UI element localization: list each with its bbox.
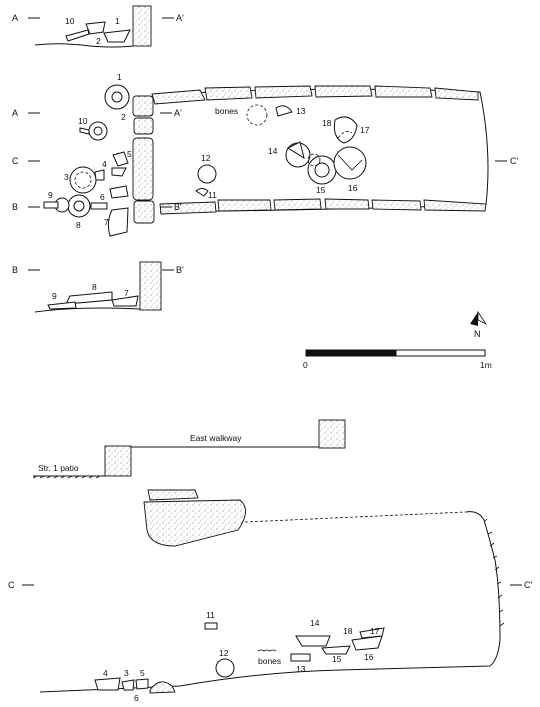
vessel-4-plan [94, 169, 105, 181]
plan-label-10: 10 [78, 116, 88, 126]
plan-label-1: 1 [117, 72, 122, 82]
vessel-17-plan [333, 116, 358, 144]
east-walkway-label: East walkway [190, 433, 242, 443]
scale-start-label: 0 [303, 360, 308, 370]
vessel-3-section [121, 679, 135, 691]
plan-c-prime-label: C' [510, 156, 518, 166]
profile-label-5: 5 [140, 668, 145, 678]
vessel-4-section [94, 677, 121, 691]
vessel-12-plan [197, 164, 217, 184]
vessel-6-plan [109, 185, 129, 199]
bones-section [257, 649, 277, 652]
plan-label-13: 13 [296, 106, 306, 116]
scale-end-label: 1m [480, 360, 492, 370]
plan-label-11: 11 [208, 190, 217, 200]
plan-label-6: 6 [100, 192, 105, 202]
plan-c-label: C [12, 156, 19, 166]
plan-b-prime-label: B' [174, 202, 182, 212]
vessel-17-section [359, 627, 385, 639]
plan-label-8: 8 [76, 220, 81, 230]
vessel-1 [103, 29, 131, 43]
rubble-stone-small [147, 489, 199, 501]
plan-label-17: 17 [360, 125, 370, 135]
section-c-left-label: C [8, 580, 15, 590]
plan-label-15: 15 [316, 185, 326, 195]
plan-b-label: B [12, 202, 18, 212]
walkway-wall-stone [318, 419, 346, 449]
plan-a-prime-label: A' [174, 108, 182, 118]
profile-label-11: 11 [206, 610, 215, 620]
plan-a-label: A [12, 108, 18, 118]
vessel-7-section [111, 295, 139, 307]
profile-bones-label: bones [258, 656, 281, 666]
vessel-11-section [204, 622, 218, 630]
section-c-profile [39, 511, 501, 693]
profile-label-15: 15 [332, 654, 342, 664]
rubble-stone-large [143, 499, 246, 547]
vessel-16-section [351, 635, 383, 651]
plan-label-7: 7 [104, 217, 109, 227]
section-c-right-label: C' [524, 580, 532, 590]
vessel-14-section [295, 635, 331, 647]
profile-label-12: 12 [219, 648, 229, 658]
section-a-a: A A' 10 1 2 [12, 5, 184, 48]
vessel-15-section [321, 645, 351, 655]
plan-label-12: 12 [201, 153, 211, 163]
wall-stone [132, 5, 152, 47]
plan-label-5: 5 [127, 149, 132, 159]
profile-label-6: 6 [134, 693, 139, 703]
plan-view: A A' C C' B B' 1 2 10 3 4 5 6 7 [12, 72, 518, 237]
profile-label-4: 4 [103, 668, 108, 678]
section-c-c: C C' 11 12 bones 13 14 15 16 17 18 4 3 5… [8, 489, 532, 703]
vessel-11-plan [195, 188, 209, 197]
vessel-5-section [135, 678, 149, 690]
vessel-3-plan [69, 166, 97, 194]
profile-label-16: 16 [364, 652, 374, 662]
plan-label-2: 2 [121, 112, 126, 122]
section-a-left-label: A [12, 13, 18, 23]
north-arrow: N [470, 310, 488, 339]
plan-label-18: 18 [322, 118, 332, 128]
bones-plan [246, 104, 268, 126]
section-a-right-label: A' [176, 13, 184, 23]
section-b-b: B B' 8 9 7 [12, 261, 184, 313]
plan-label-16: 16 [348, 183, 358, 193]
plan-label-14: 14 [268, 146, 278, 156]
profile-label-17: 17 [370, 626, 380, 636]
item-label-10: 10 [65, 16, 75, 26]
profile-walkway: East walkway Str. 1 patio [32, 419, 346, 479]
section-label-9: 9 [52, 291, 57, 301]
profile-label-13: 13 [296, 664, 306, 674]
patio-wall-stone [104, 445, 132, 477]
vessel-12-section [215, 658, 235, 678]
section-b-left-label: B [12, 265, 18, 275]
section-b-right-label: B' [176, 265, 184, 275]
item-label-1: 1 [115, 16, 120, 26]
vessel-9-section [47, 301, 77, 310]
profile-label-14: 14 [310, 618, 320, 628]
vessel-7-plan [107, 207, 129, 237]
patio-label: Str. 1 patio [38, 463, 79, 473]
plan-bones-label: bones [215, 106, 238, 116]
vessel-16-plan [333, 146, 367, 180]
profile-label-18: 18 [343, 626, 353, 636]
profile-label-3: 3 [124, 668, 129, 678]
scale-bar: 0 1m [303, 349, 492, 370]
vessel-13-section [290, 653, 311, 662]
section-label-8: 8 [92, 282, 97, 292]
plan-label-3: 3 [64, 172, 69, 182]
plan-label-4: 4 [102, 159, 107, 169]
item-label-2: 2 [96, 36, 101, 46]
vessel-5-plan [112, 151, 129, 167]
section-label-7: 7 [124, 288, 129, 298]
plan-label-9: 9 [48, 190, 53, 200]
north-label: N [474, 329, 481, 339]
vessel-13-plan [275, 105, 293, 117]
wall-stone-b [139, 261, 162, 311]
